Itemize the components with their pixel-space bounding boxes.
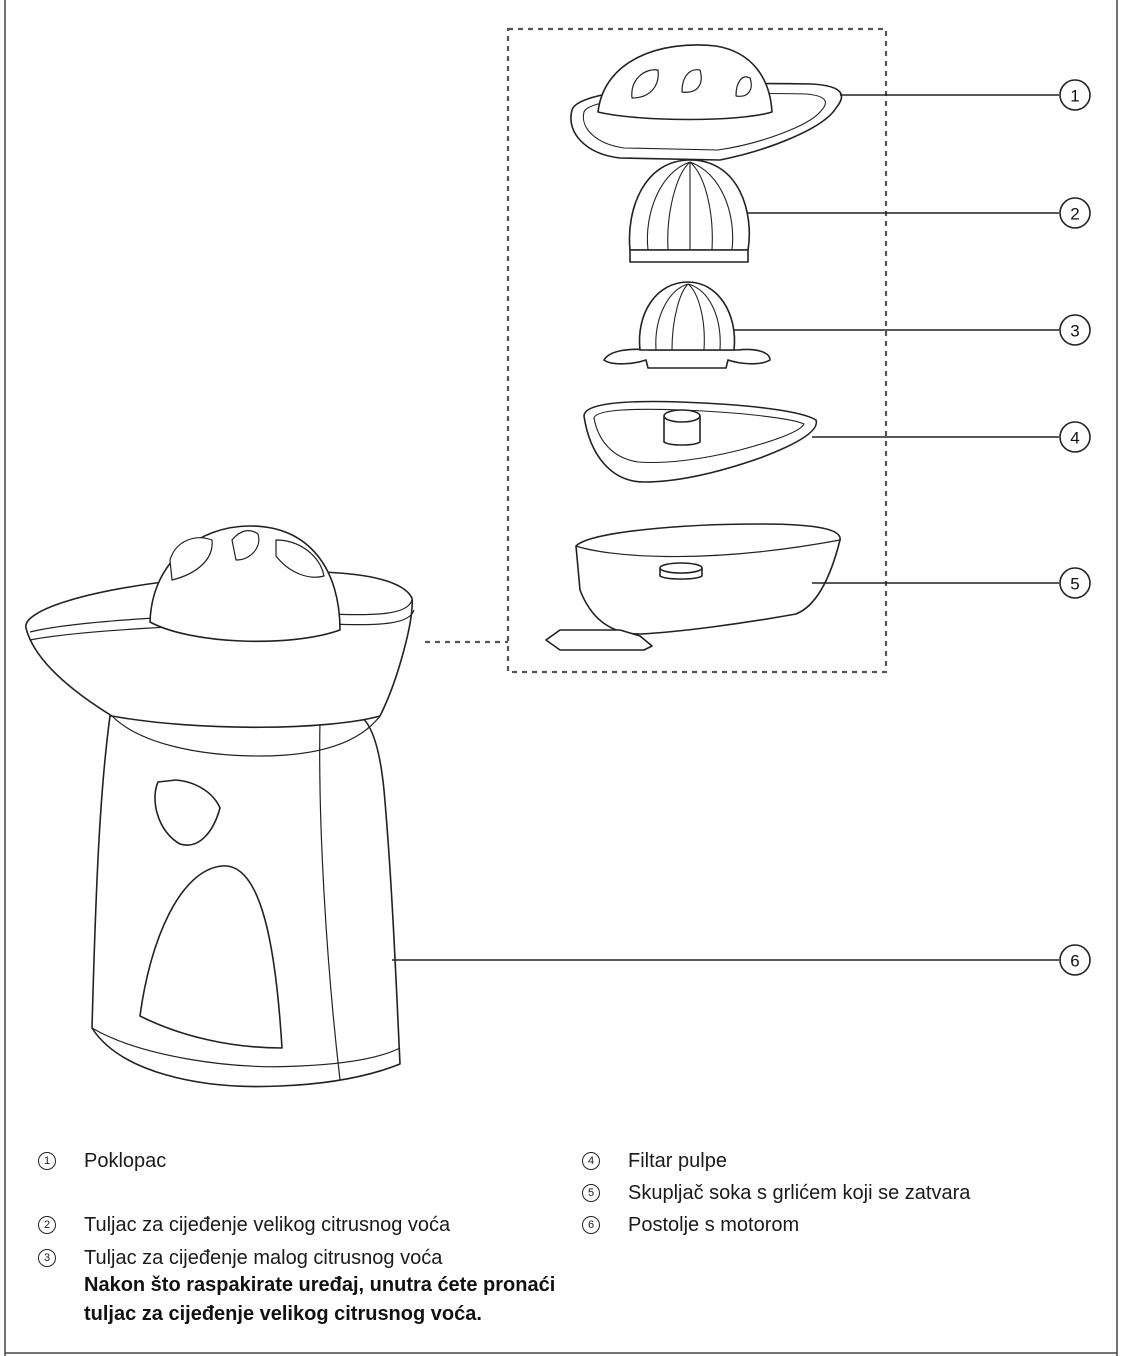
part-small-cone xyxy=(604,282,770,368)
legend-item-6: 6 Postolje s motorom xyxy=(582,1213,799,1237)
legend-item-3: 3 Tuljac za cijeđenje malog citrusnog vo… xyxy=(38,1246,442,1270)
legend-marker-2: 2 xyxy=(38,1216,56,1234)
legend-label-6: Postolje s motorom xyxy=(628,1213,799,1237)
callout-number-3: 3 xyxy=(1070,322,1079,341)
legend-marker-6: 6 xyxy=(582,1216,600,1234)
part-large-cone xyxy=(629,160,749,262)
callout-number-1: 1 xyxy=(1070,87,1079,106)
legend-item-1: 1 Poklopac xyxy=(38,1149,166,1173)
callout-number-5: 5 xyxy=(1070,575,1079,594)
legend-item-2: 2 Tuljac za cijeđenje velikog citrusnog … xyxy=(38,1213,450,1237)
legend-marker-5: 5 xyxy=(582,1184,600,1202)
legend-label-3: Tuljac za cijeđenje malog citrusnog voća xyxy=(84,1246,442,1270)
part-motor-base xyxy=(26,526,414,1087)
callout-number-2: 2 xyxy=(1070,205,1079,224)
legend-label-5: Skupljač soka s grlićem koji se zatvara xyxy=(628,1181,970,1205)
callout-number-6: 6 xyxy=(1070,952,1079,971)
legend-marker-1: 1 xyxy=(38,1152,56,1170)
legend-label-2: Tuljac za cijeđenje velikog citrusnog vo… xyxy=(84,1213,450,1237)
legend-label-4: Filtar pulpe xyxy=(628,1149,727,1173)
legend-marker-3: 3 xyxy=(38,1249,56,1267)
unpacking-note: Nakon što raspakirate uređaj, unutra ćet… xyxy=(84,1271,564,1329)
part-pulp-filter xyxy=(584,402,816,482)
legend-label-1: Poklopac xyxy=(84,1149,166,1173)
part-lid xyxy=(571,45,842,160)
callout-number-4: 4 xyxy=(1070,429,1079,448)
legend-item-4: 4 Filtar pulpe xyxy=(582,1149,727,1173)
part-juice-collector xyxy=(546,524,840,650)
legend-item-5: 5 Skupljač soka s grlićem koji se zatvar… xyxy=(582,1181,970,1205)
legend-marker-4: 4 xyxy=(582,1152,600,1170)
